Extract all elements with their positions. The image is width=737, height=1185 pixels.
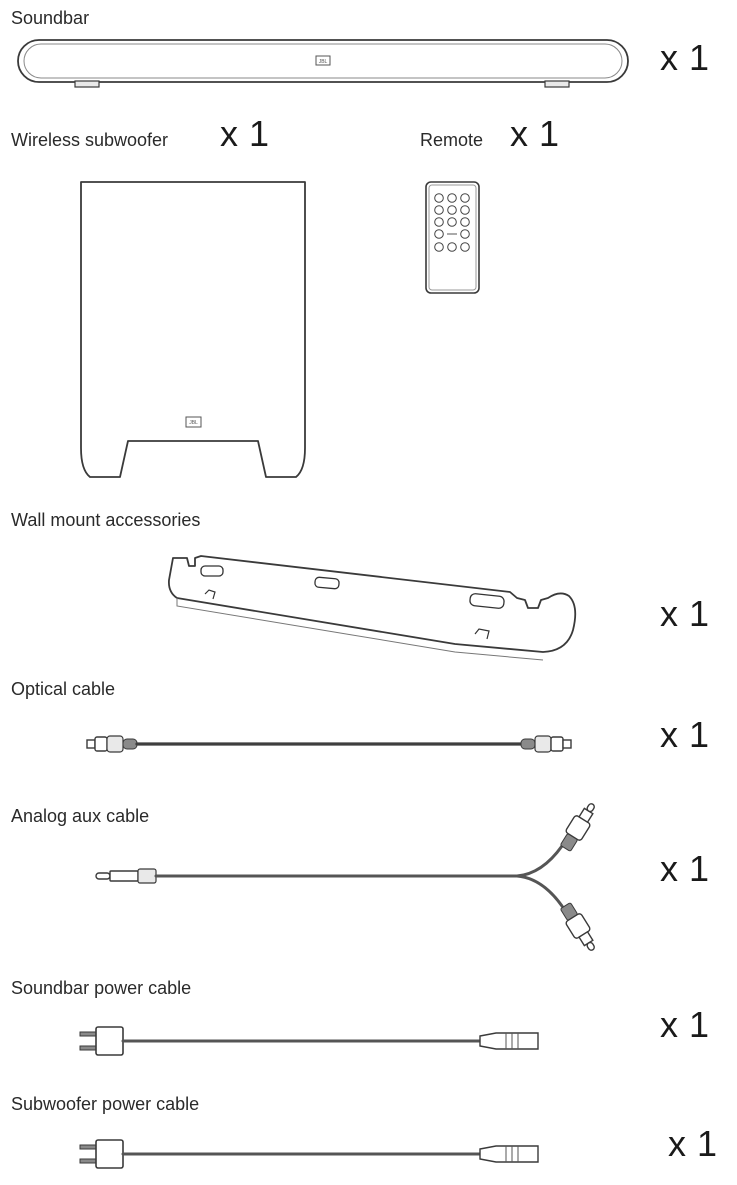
optical-cable-qty: x 1 [660,714,710,755]
soundbar-logo: JBL [319,59,328,65]
remote-qty: x 1 [510,113,560,154]
soundbar-power-cable-label: Soundbar power cable [11,978,192,998]
remote-icon [425,181,480,294]
power-cable-icon [79,1139,539,1169]
wall-mount-label: Wall mount accessories [11,510,201,530]
subwoofer-qty: x 1 [220,113,270,154]
wall-mount-bracket-icon [168,555,577,661]
soundbar-power-cable-qty: x 1 [660,1004,710,1045]
soundbar-icon: JBL [17,39,629,88]
subwoofer-logo: JBL [189,420,198,426]
power-cable-icon [79,1026,539,1056]
subwoofer-power-cable-label: Subwoofer power cable [11,1094,200,1114]
soundbar-label: Soundbar [11,8,90,28]
aux-cable-qty: x 1 [660,848,710,889]
subwoofer-power-cable-qty: x 1 [668,1123,718,1164]
subwoofer-label: Wireless subwoofer [11,130,169,150]
aux-cable-icon [95,803,595,951]
soundbar-qty: x 1 [660,37,710,78]
optical-cable-icon [86,735,572,753]
remote-label: Remote [420,130,484,150]
subwoofer-icon: JBL [80,181,306,478]
aux-cable-label: Analog aux cable [11,806,150,826]
wall-mount-qty: x 1 [660,593,710,634]
optical-cable-label: Optical cable [11,679,116,699]
